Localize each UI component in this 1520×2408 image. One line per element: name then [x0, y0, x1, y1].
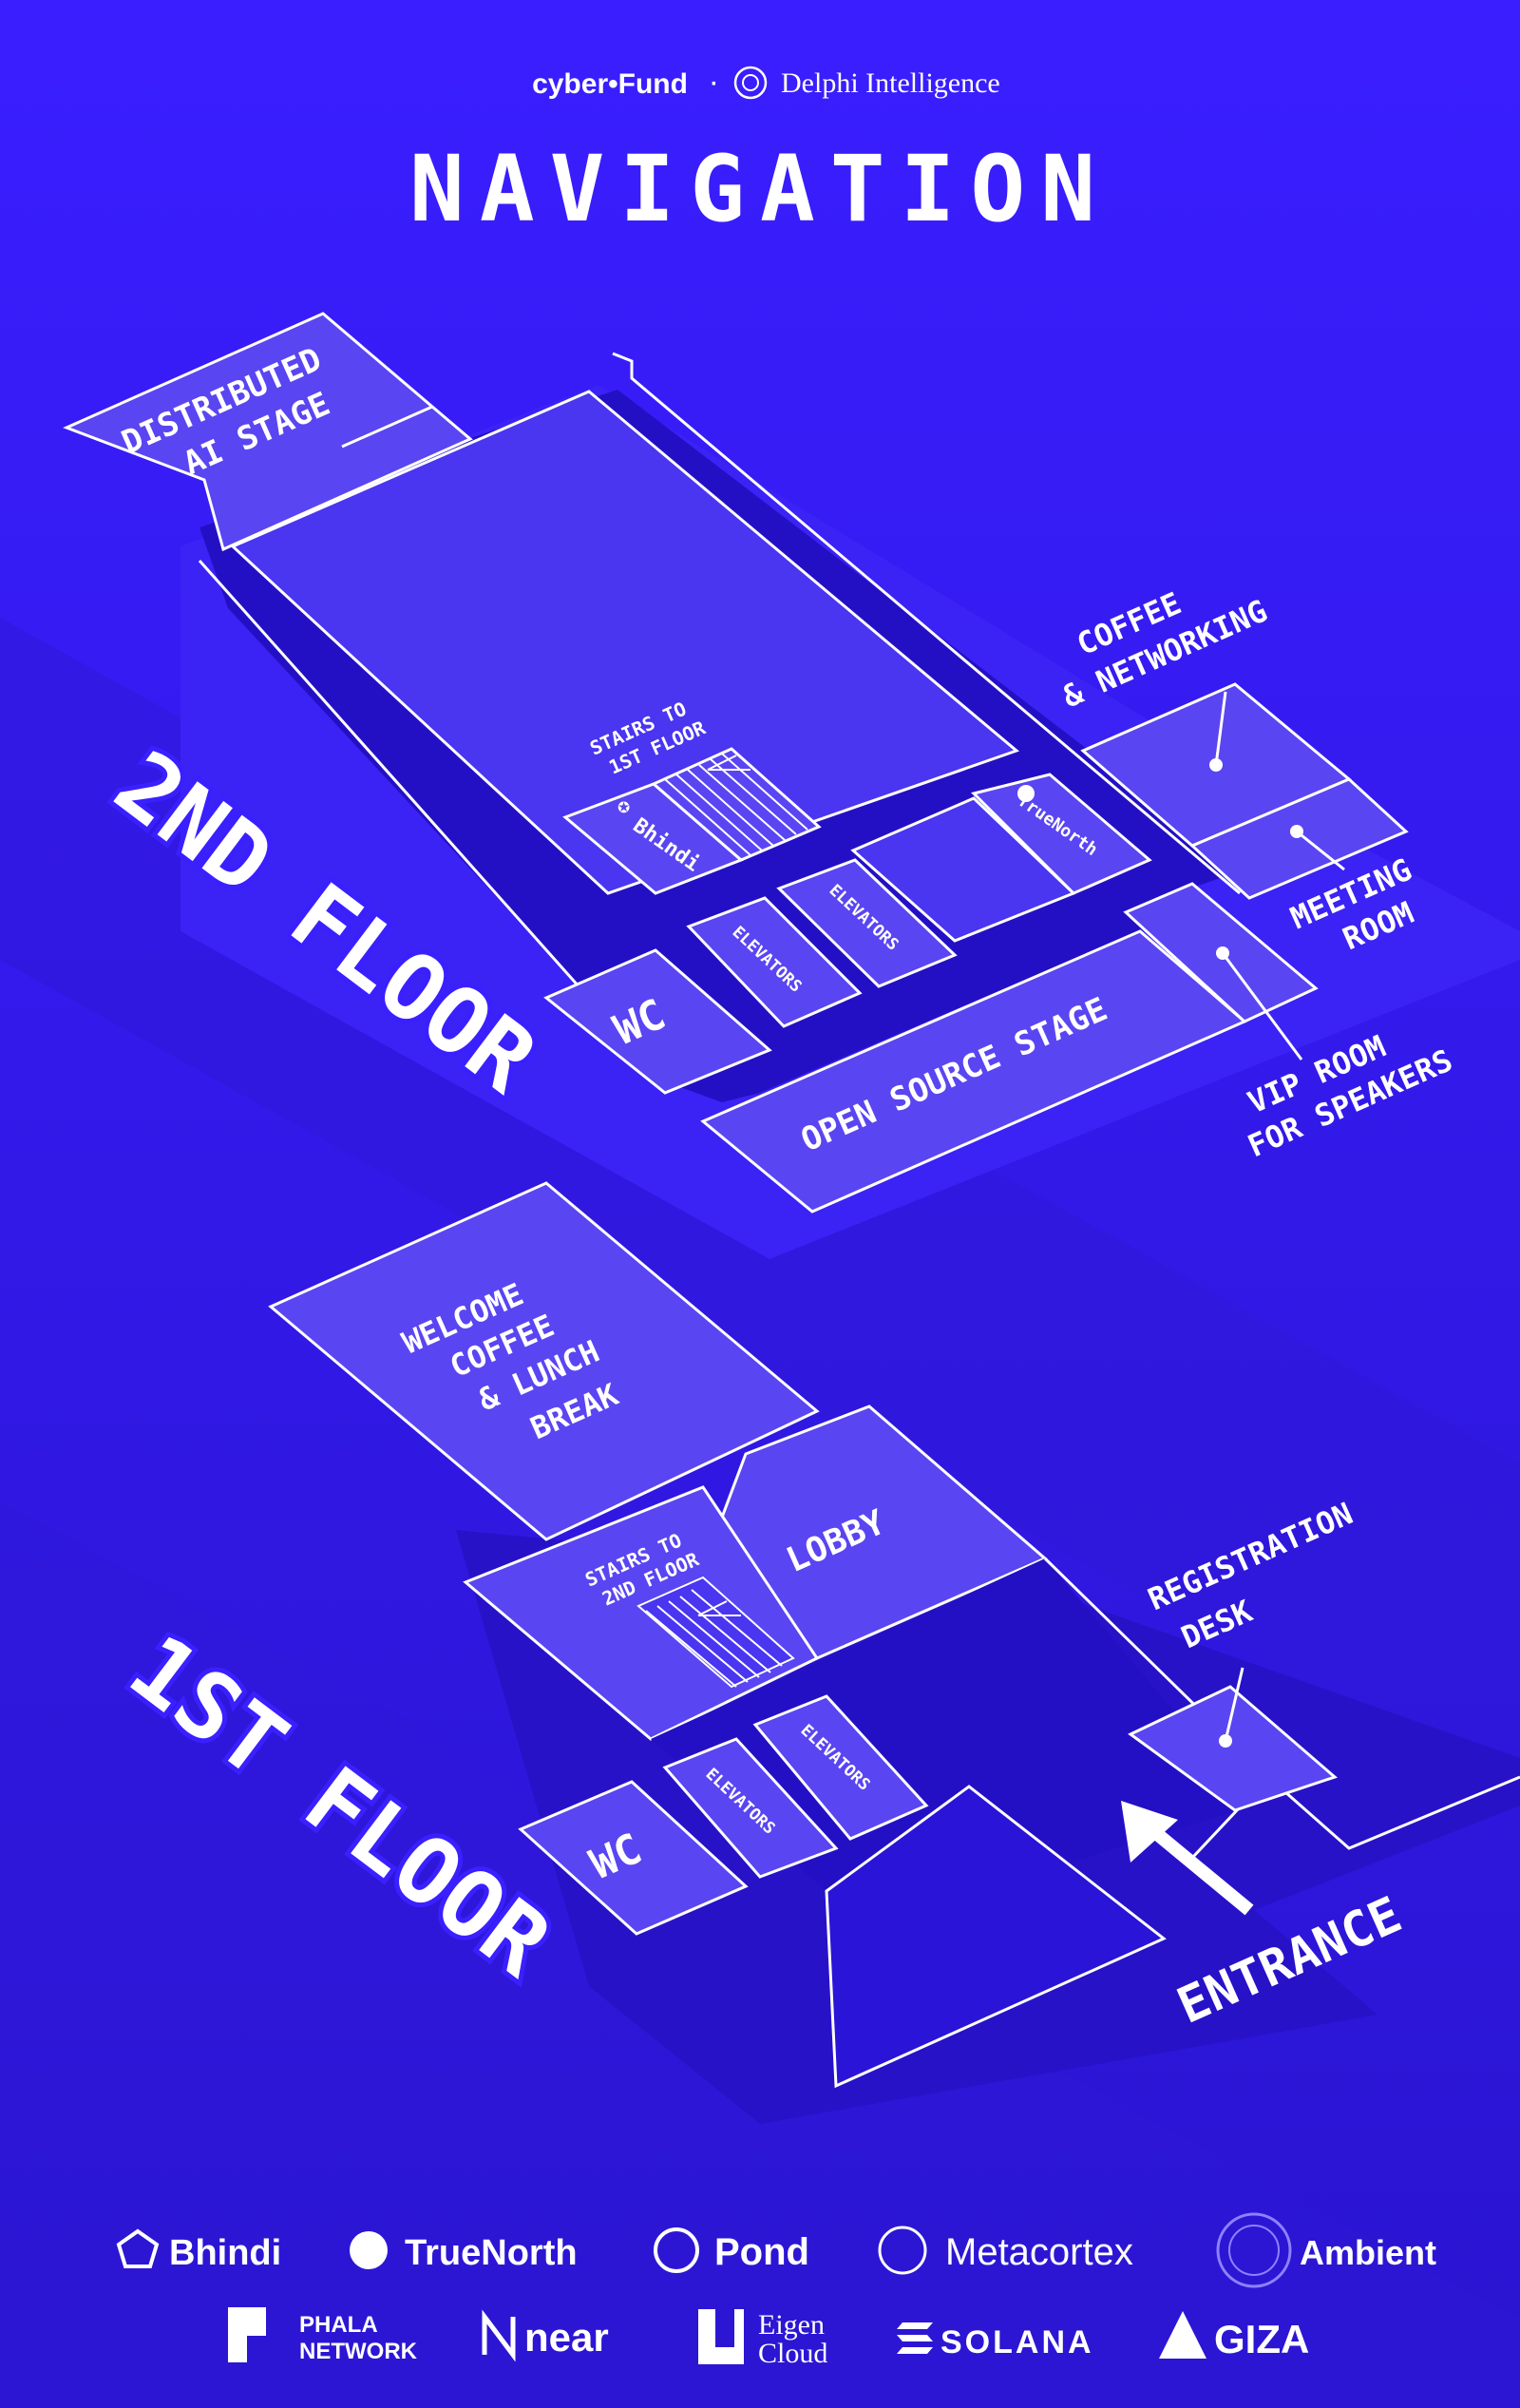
outer-wall	[612, 352, 1241, 895]
header: cyber•Fund · Delphi Intelligence NAVIGAT…	[409, 66, 1111, 242]
truenorth-logo-icon	[350, 2231, 388, 2269]
sponsor-cloud-name: Cloud	[758, 2338, 827, 2369]
truenorth-room-icon	[1017, 785, 1035, 802]
coffee-leader	[1214, 691, 1227, 766]
sponsor-bhindi: Bhindi	[116, 2228, 281, 2273]
floor-2: DISTRIBUTED AI STAGE STAIRS TO 1ST FLOOR…	[63, 312, 1520, 1259]
elevators-1f-b	[752, 1694, 929, 1841]
delphi-logo-icon	[733, 66, 768, 100]
sponsor-phala-name2: NETWORK	[299, 2339, 418, 2364]
welcome-coffee	[268, 1181, 820, 1541]
sponsor-near-name: near	[524, 2315, 609, 2360]
sponsor-truenorth: TrueNorth	[350, 2231, 578, 2273]
sponsor-solana: SOLANA	[897, 2322, 1094, 2360]
meeting-leader	[1296, 830, 1345, 871]
metacortex-logo-icon	[878, 2226, 927, 2275]
bhindi-logo-icon	[116, 2228, 160, 2268]
brand-separator: ·	[711, 71, 718, 97]
distributed-ai-stage	[63, 312, 473, 552]
sponsor-solana-name: SOLANA	[940, 2324, 1094, 2360]
elevators-2f-b	[776, 858, 958, 988]
sponsor-giza-name: GIZA	[1214, 2317, 1309, 2361]
phala-logo-icon	[228, 2307, 266, 2362]
south-hall	[825, 1785, 1167, 2089]
registration-leader	[1224, 1667, 1244, 1742]
bhindi-room	[562, 782, 744, 895]
brand-delphi: Delphi Intelligence	[781, 67, 1000, 99]
solana-logo-icon	[897, 2322, 933, 2354]
ambient-logo-icon	[1216, 2212, 1292, 2288]
sponsor-near: near	[482, 2309, 609, 2362]
stairs-1f-steps	[645, 1589, 783, 1688]
sponsor-ambient-name: Ambient	[1300, 2233, 1436, 2272]
entrance-arrow-icon	[1121, 1801, 1254, 1916]
main-hall	[230, 390, 1019, 895]
sponsor-metacortex: Metacortex	[878, 2226, 1133, 2275]
floor1-corridor	[651, 1558, 1254, 1891]
near-logo-icon	[482, 2309, 516, 2362]
sponsor-pond: Pond	[654, 2227, 809, 2273]
sponsor-metacortex-name: Metacortex	[945, 2231, 1133, 2273]
wc-2f	[543, 948, 772, 1095]
pond-logo-icon	[654, 2227, 699, 2273]
elevator-hall-2f	[850, 796, 1076, 943]
sponsor-eigencloud: Eigen Cloud	[698, 2309, 827, 2369]
bhindi-room-icon: ✪	[618, 794, 630, 818]
sponsor-truenorth-name: TrueNorth	[405, 2233, 578, 2273]
wc-1f	[518, 1780, 749, 1936]
brand-cyberfund: cyber•Fund	[532, 68, 688, 100]
page-title: NAVIGATION	[409, 136, 1111, 242]
vip-room-leader	[1221, 952, 1303, 1061]
sponsor-ambient: Ambient	[1216, 2212, 1436, 2288]
elevators-1f-a	[662, 1737, 839, 1879]
giza-logo-icon	[1159, 2311, 1206, 2359]
registration-desk	[1128, 1685, 1338, 1812]
sponsor-eigen-name: Eigen	[758, 2309, 825, 2341]
sponsor-pond-name: Pond	[714, 2231, 809, 2273]
eigencloud-logo-icon	[698, 2309, 744, 2364]
meeting-room	[1189, 777, 1409, 900]
sponsor-bhindi-name: Bhindi	[169, 2233, 281, 2273]
east-wall	[1043, 1557, 1520, 1850]
sponsors: Bhindi TrueNorth Pond Metacortex Ambient…	[116, 2212, 1436, 2369]
elevators-2f-a	[686, 896, 863, 1028]
sponsor-phala: PHALA NETWORK	[228, 2307, 418, 2364]
sponsor-giza: GIZA	[1159, 2311, 1309, 2361]
sponsor-phala-name: PHALA	[299, 2312, 378, 2338]
stairs-2f-steps	[664, 753, 808, 856]
